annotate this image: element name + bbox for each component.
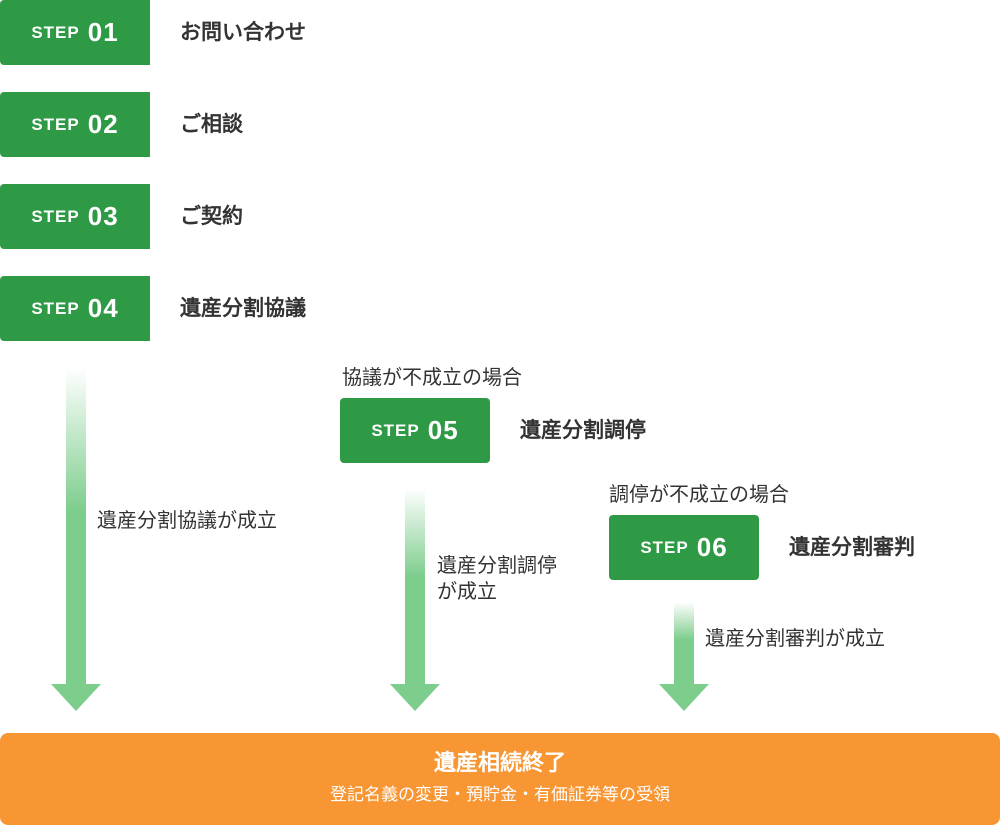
step-number: 06 [696,532,728,562]
step-word: STEP [371,420,420,440]
arrow-shaft [674,602,694,686]
step-number: 03 [87,201,119,231]
step-word: STEP [31,206,80,226]
arrow-1-label: 遺産分割協議が成立 [97,508,277,532]
step-03-title: ご契約 [180,204,243,228]
step-word: STEP [31,114,80,134]
step-number: 02 [87,109,119,139]
step-word: STEP [31,298,80,318]
step-word: STEP [31,22,80,42]
step-05-title: 遺産分割調停 [520,418,646,442]
arrow-down-icon [390,684,440,711]
final-title: 遺産相続終了 [433,751,566,776]
step-06-title: 遺産分割審判 [789,535,915,559]
step-02-badge: STEP 02 [0,92,150,157]
arrow-2-label-line2: が成立 [437,579,497,603]
step-01-badge: STEP 01 [0,0,150,65]
step-03-badge: STEP 03 [0,184,150,249]
arrow-shaft [66,368,86,686]
step-01-title: お問い合わせ [180,20,306,44]
step-06-badge: STEP 06 [609,515,759,580]
final-result-box: 遺産相続終了 登記名義の変更・預貯金・有価証券等の受領 [0,733,1000,825]
arrow-down-icon [659,684,709,711]
arrow-down-icon [51,684,101,711]
step-04-title: 遺産分割協議 [180,296,306,320]
arrow-2-label: 遺産分割調停 が成立 [437,552,557,604]
arrow-shaft [405,488,425,686]
step-word: STEP [640,537,689,557]
arrow-2-label-line1: 遺産分割調停 [437,553,557,577]
step-05-badge: STEP 05 [340,398,490,463]
arrow-3-label: 遺産分割審判が成立 [705,626,885,650]
step-05-condition: 協議が不成立の場合 [342,365,522,389]
step-06-condition: 調停が不成立の場合 [609,482,789,506]
final-subtitle: 登記名義の変更・預貯金・有価証券等の受領 [330,785,670,805]
step-number: 01 [87,17,119,47]
step-number: 05 [427,415,459,445]
step-04-badge: STEP 04 [0,276,150,341]
step-number: 04 [87,293,119,323]
step-02-title: ご相談 [180,112,243,136]
